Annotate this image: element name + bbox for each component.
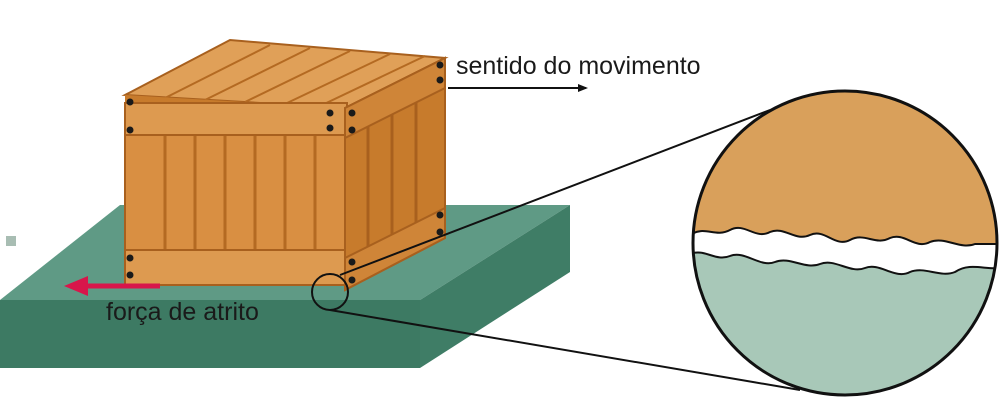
friction-arrow xyxy=(64,276,160,296)
wooden-crate xyxy=(121,38,449,292)
crate-front-slats xyxy=(163,135,317,250)
floor-front-face xyxy=(0,300,420,368)
magnified-outline xyxy=(691,89,999,397)
zoom-connector-bottom xyxy=(329,309,801,391)
magnified-wood xyxy=(693,91,997,246)
friction-label: força de atrito xyxy=(106,298,259,326)
magnified-surface-edge xyxy=(693,251,997,275)
crate-side-bottom-rail xyxy=(344,206,446,292)
motion-label: sentido do movimento xyxy=(456,52,701,80)
crate-front-bottom-rail xyxy=(124,249,348,286)
floor-right-face xyxy=(420,205,570,368)
magnified-wood-edge xyxy=(693,227,997,247)
edge-marker xyxy=(6,236,16,246)
crate-bolts xyxy=(126,61,444,284)
crate-top-planks xyxy=(164,44,426,107)
crate-front-top-rail xyxy=(124,102,348,136)
zoom-connector-top xyxy=(339,109,771,276)
crate-side-slats xyxy=(366,102,418,255)
magnified-view xyxy=(693,91,997,395)
crate-side-top-rail xyxy=(344,56,446,140)
